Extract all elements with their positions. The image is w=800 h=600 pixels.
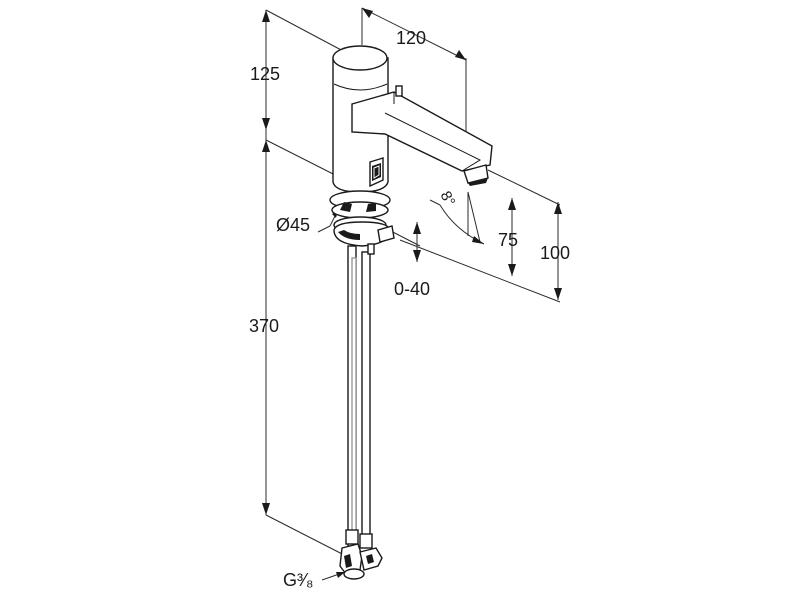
label-diameter: Ø45	[276, 215, 310, 235]
faucet-body	[329, 45, 493, 580]
label-total-height: 370	[249, 316, 279, 336]
label-spout-reach: 120	[396, 28, 426, 48]
supply-hoses	[347, 245, 371, 547]
label-outlet-height: 100	[540, 243, 570, 263]
base-mount	[329, 190, 395, 255]
dimension-lines	[262, 7, 562, 581]
label-connection: G³⁄₈	[283, 570, 313, 590]
label-height-above: 125	[250, 64, 280, 84]
label-angle: 8°	[437, 188, 459, 209]
label-clamp-range: 0-40	[394, 279, 430, 299]
dimension-labels: 125 120 370 Ø45 0-40 75 100 8° G³⁄₈	[249, 28, 570, 590]
label-spout-height: 75	[498, 230, 518, 250]
hose-connectors	[339, 529, 383, 580]
